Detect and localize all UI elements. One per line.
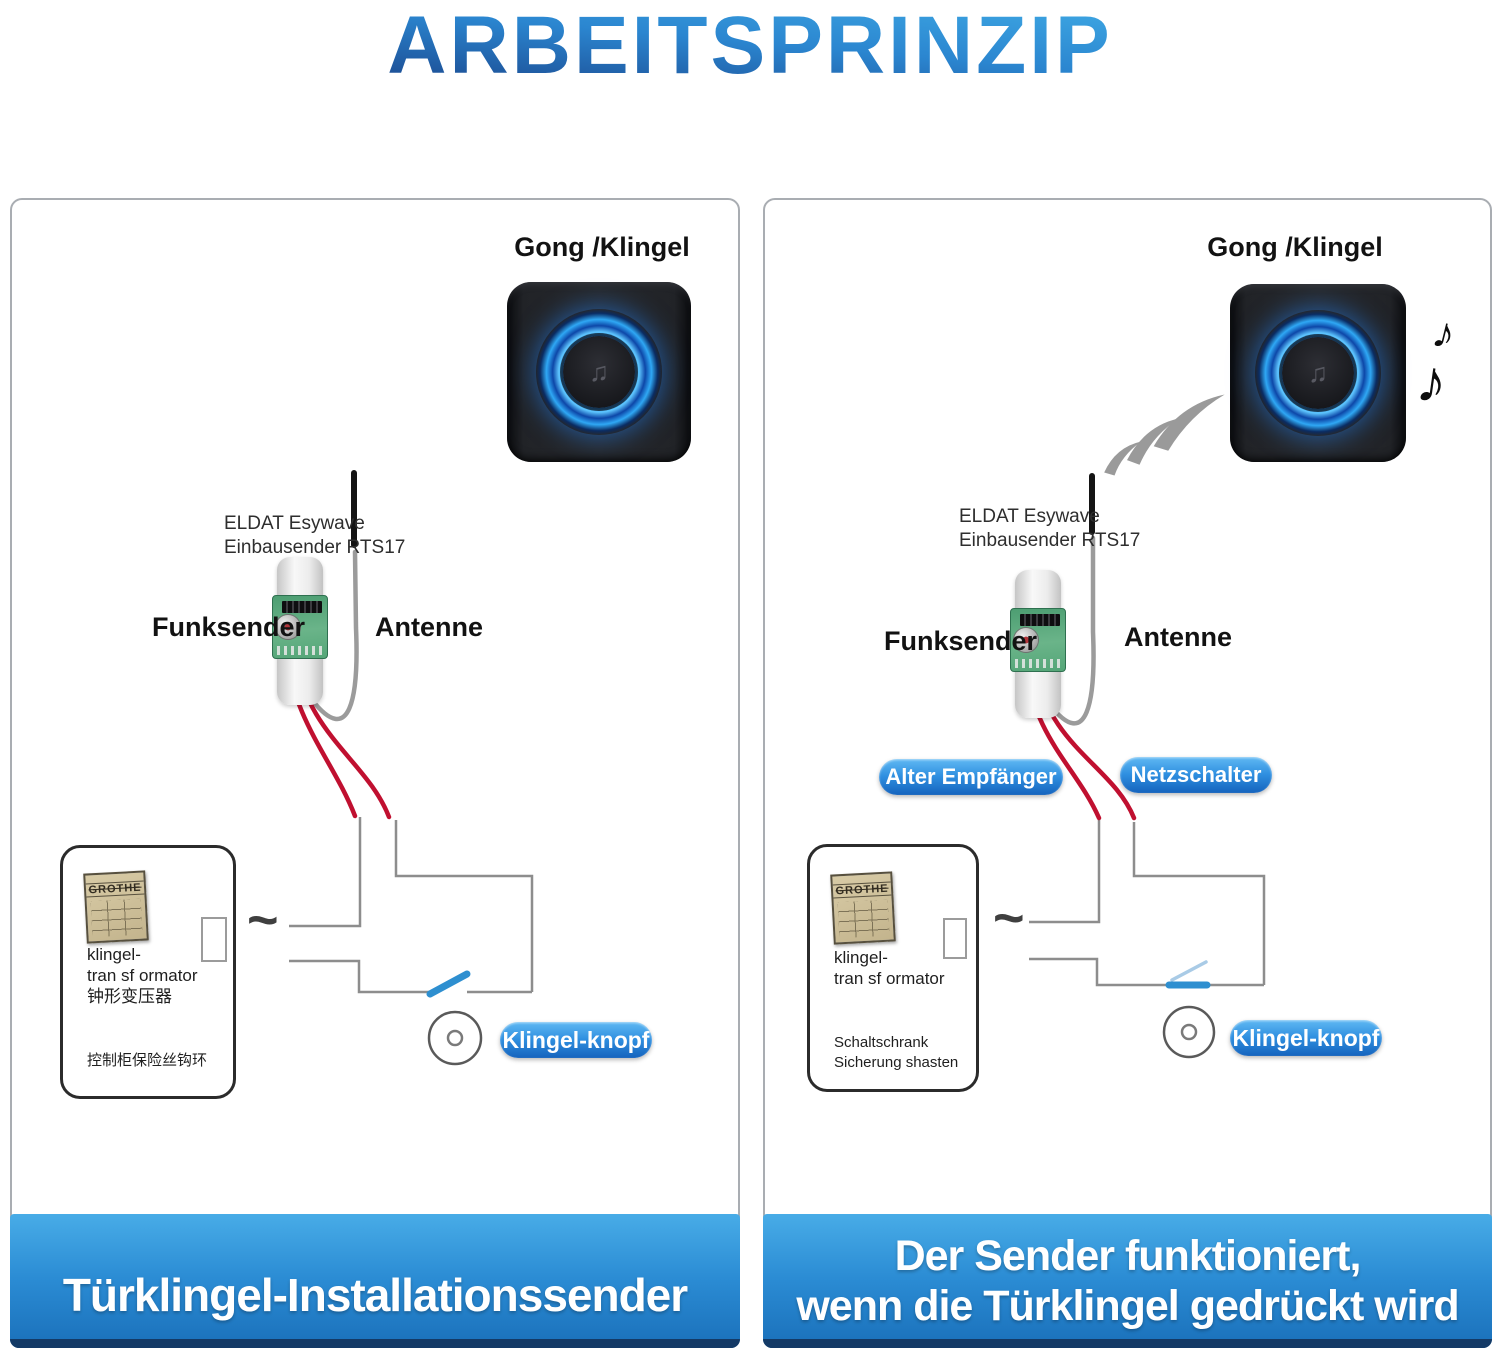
antenna-rod	[351, 470, 357, 548]
pcb-pads	[1015, 659, 1061, 668]
switch-open-icon	[426, 970, 471, 998]
pcb-pads	[277, 646, 323, 655]
circuit-wire	[1029, 820, 1101, 924]
chime-device: ♫	[1230, 284, 1406, 462]
left-caption: Türklingel-Installationssender	[62, 1269, 688, 1321]
antenne-label: Antenne	[1124, 622, 1232, 652]
alter-empfaenger-badge: Alter Empfänger	[879, 759, 1063, 795]
transformer-note: Schaltschrank Sicherung shasten	[834, 1034, 959, 1071]
left-caption-band: Türklingel-Installationssender	[10, 1214, 740, 1348]
grothe-label-markings	[90, 898, 143, 938]
grothe-label: GROTHE	[83, 870, 149, 944]
grothe-label: GROTHE	[830, 871, 896, 945]
transmitter-pcb	[272, 595, 328, 659]
circuit-wire	[289, 817, 362, 928]
wiring-diagram	[283, 549, 534, 1066]
pcb-component	[276, 615, 300, 639]
transformer-slot	[201, 917, 227, 962]
klingel-knopf-badge: Klingel-knopf	[1230, 1020, 1382, 1056]
transmitter-device	[1010, 570, 1066, 718]
chime-device: ♫	[507, 282, 691, 462]
left-panel: Gong /Klingel ♫ ELDAT Esywave Einbaus	[10, 198, 740, 1332]
transformer-note: 控制柜保险丝钩环	[87, 1052, 208, 1069]
music-note-icon: ♫	[1307, 357, 1329, 388]
doorbell-button-symbol	[1162, 1005, 1216, 1059]
gong-label: Gong /Klingel	[514, 232, 690, 262]
switch-lever-icon	[1170, 960, 1208, 982]
chime-led-ring: ♫	[536, 309, 662, 435]
pcb-chip	[1020, 614, 1060, 626]
right-caption-line1: Der Sender funktioniert,	[894, 1232, 1362, 1280]
antenna-rod	[1089, 473, 1095, 535]
doorbell-button-center	[1180, 1023, 1198, 1041]
gong-label: Gong /Klingel	[1207, 232, 1383, 262]
grothe-label-markings	[837, 899, 890, 939]
page-title: ARBEITSPRINZIP	[0, 0, 1500, 92]
funksender-label: Funksender	[152, 612, 306, 642]
chime-button: ♫	[563, 336, 635, 408]
ac-symbol: ~	[993, 888, 1025, 948]
transformer-text: klingel- tran sf ormator 钟形变压器	[87, 945, 198, 1006]
right-caption-band: Der Sender funktioniert, wenn die Türkli…	[763, 1214, 1492, 1348]
grothe-brand: GROTHE	[85, 880, 145, 898]
circuit-wire	[1132, 822, 1266, 985]
klingel-knopf-badge: Klingel-knopf	[500, 1022, 652, 1058]
wiring-diagram	[1023, 394, 1266, 1059]
transformer-box: GROTHE klingel- tran sf ormator Schaltsc…	[807, 844, 979, 1092]
antenna-wire	[309, 549, 359, 722]
circuit-wire	[289, 959, 430, 994]
grothe-brand: GROTHE	[832, 881, 892, 899]
antenna-wire	[1047, 535, 1096, 726]
pcb-chip	[282, 601, 322, 613]
transformer-box: GROTHE klingel- tran sf ormator 钟形变压器 控制…	[60, 845, 236, 1099]
radio-waves-icon	[1104, 394, 1225, 476]
right-panel: Gong /Klingel ♫ ♪ ♪	[763, 198, 1492, 1332]
netzschalter-badge: Netzschalter	[1120, 757, 1272, 793]
ac-symbol: ~	[247, 890, 279, 950]
antenne-label: Antenne	[375, 612, 483, 642]
transformer-text: klingel- tran sf ormator	[834, 948, 945, 988]
funksender-label: Funksender	[884, 626, 1038, 656]
chime-button: ♫	[1282, 337, 1354, 409]
transmitter-device	[272, 557, 328, 705]
transformer-slot	[943, 918, 967, 959]
device-model-label: ELDAT Esywave Einbausender RTS17	[959, 506, 1141, 551]
doorbell-button-symbol	[427, 1010, 483, 1066]
right-caption-line2: wenn die Türklingel gedrückt wird	[796, 1282, 1459, 1330]
circuit-wire	[394, 820, 534, 992]
chime-led-ring: ♫	[1255, 310, 1381, 436]
circuit-wire	[1029, 957, 1169, 987]
pcb-component	[1014, 628, 1038, 652]
device-model-label: ELDAT Esywave Einbausender RTS17	[224, 513, 406, 558]
transmitter-pcb	[1010, 608, 1066, 672]
music-note-icon: ♫	[588, 356, 610, 387]
doorbell-button-center	[446, 1029, 464, 1047]
